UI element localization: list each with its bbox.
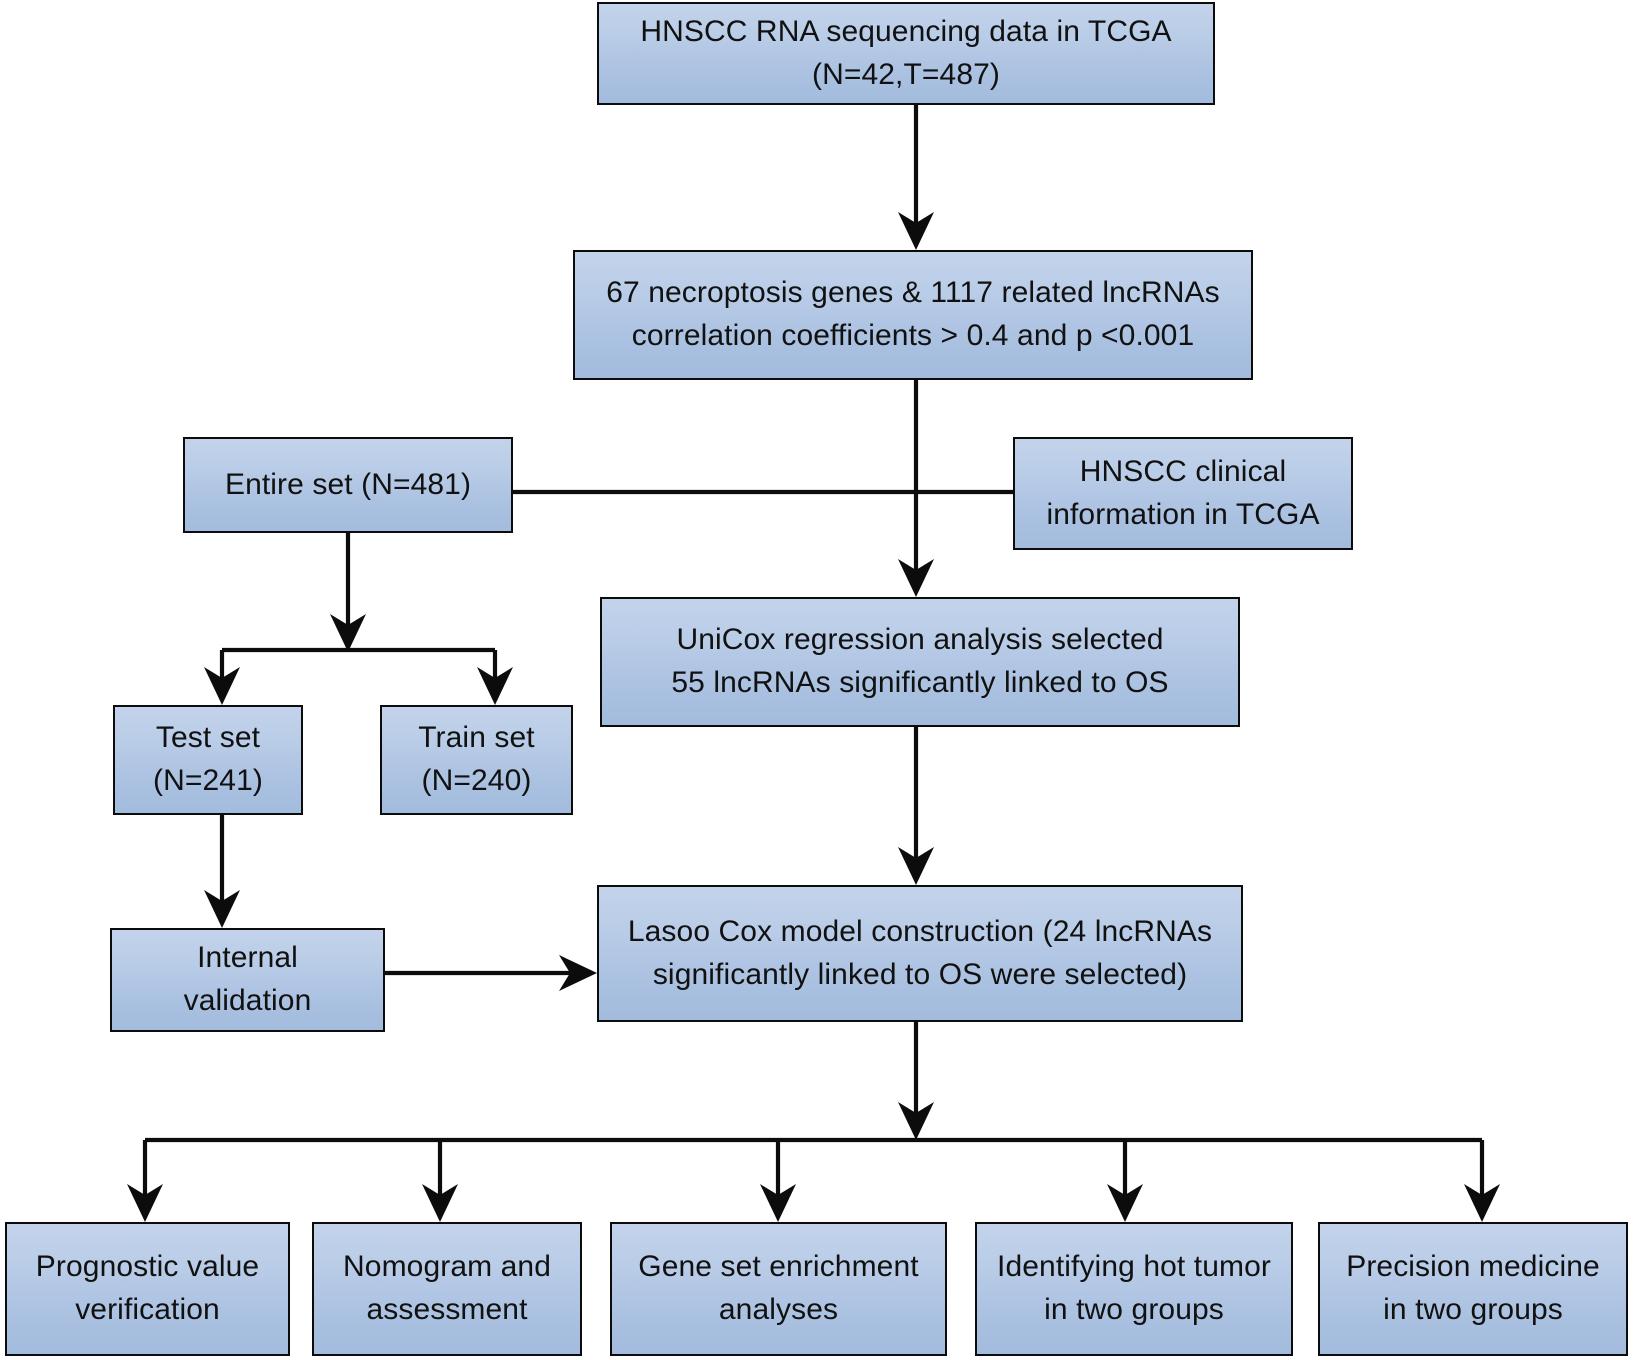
node-gsea-line2: analyses [718, 1293, 839, 1326]
node-gene-filter[interactable]: 67 necroptosis genes & 1117 related lncR… [573, 250, 1253, 380]
arrowhead-validation [204, 890, 240, 928]
node-source-data[interactable]: HNSCC RNA sequencing data in TCGA (N=42,… [597, 2, 1215, 105]
node-precision-medicine-line2: in two groups [1383, 1293, 1563, 1326]
node-unicox-line2: 55 lncRNAs significantly linked to OS [671, 666, 1169, 699]
arrowhead-gsea [760, 1184, 796, 1222]
arrowhead-nomogram [422, 1184, 458, 1222]
node-source-data-line1: HNSCC RNA sequencing data in TCGA [640, 14, 1172, 48]
node-gsea-line1: Gene set enrichment [638, 1250, 919, 1284]
arrowhead-prognostic [127, 1184, 163, 1222]
node-test-set-line1: Test set [155, 721, 261, 755]
node-nomogram-line1: Nomogram and [343, 1250, 551, 1284]
arrowhead-lasso-left [559, 955, 597, 991]
arrowhead-lasso [898, 847, 934, 885]
node-hot-tumor-line1: Identifying hot tumor [997, 1250, 1271, 1284]
node-precision-medicine[interactable]: Precision medicine in two groups [1318, 1222, 1628, 1356]
node-lasso-cox-line2: significantly linked to OS were selected… [652, 957, 1188, 991]
node-precision-medicine-line1: Precision medicine [1346, 1250, 1600, 1284]
node-entire-set[interactable]: Entire set (N=481) [183, 437, 513, 533]
node-prognostic-value-line2: verification [75, 1293, 220, 1326]
node-gene-filter-line1: 67 necroptosis genes & 1117 related lncR… [606, 276, 1220, 310]
node-unicox[interactable]: UniCox regression analysis selected 55 l… [600, 597, 1240, 727]
node-train-set-line1: Train set [418, 721, 535, 755]
node-internal-validation-line2: validation [183, 984, 312, 1017]
node-hot-tumor[interactable]: Identifying hot tumor in two groups [975, 1222, 1293, 1356]
node-lasso-cox-line1: Lasoo Cox model construction (24 lncRNAs [627, 914, 1213, 948]
node-hot-tumor-line2: in two groups [1044, 1293, 1224, 1326]
arrowhead-splitbar [330, 614, 366, 652]
arrowhead-hottumor [1107, 1184, 1143, 1222]
node-test-set-line2: (N=241) [153, 764, 263, 797]
arrowhead-genefilter [898, 212, 934, 250]
node-clinical-info[interactable]: HNSCC clinical information in TCGA [1013, 437, 1353, 550]
arrowhead-unicox [898, 559, 934, 597]
node-lasso-cox[interactable]: Lasoo Cox model construction (24 lncRNAs… [597, 885, 1243, 1022]
node-internal-validation-line1: Internal [197, 941, 298, 975]
node-test-set[interactable]: Test set (N=241) [113, 705, 303, 815]
node-entire-set-line1: Entire set (N=481) [224, 467, 472, 501]
node-nomogram[interactable]: Nomogram and assessment [312, 1222, 582, 1356]
node-clinical-info-line2: information in TCGA [1046, 497, 1320, 531]
node-prognostic-value[interactable]: Prognostic value verification [5, 1222, 290, 1356]
node-prognostic-value-line1: Prognostic value [35, 1250, 260, 1284]
node-gene-filter-line2: correlation coefficients > 0.4 and p <0.… [631, 319, 1195, 352]
node-source-data-line2: (N=42,T=487) [812, 57, 1000, 91]
arrowhead-trainset [477, 667, 513, 705]
node-gsea[interactable]: Gene set enrichment analyses [610, 1222, 947, 1356]
node-train-set[interactable]: Train set (N=240) [380, 705, 573, 815]
node-clinical-info-line1: HNSCC clinical [1079, 454, 1287, 488]
arrowhead-precision [1464, 1184, 1500, 1222]
arrowhead-testset [204, 667, 240, 705]
arrowhead-bottombar [898, 1102, 934, 1140]
node-train-set-line2: (N=240) [421, 764, 532, 797]
node-internal-validation[interactable]: Internal validation [110, 928, 385, 1032]
node-nomogram-line2: assessment [366, 1293, 528, 1326]
node-unicox-line1: UniCox regression analysis selected [676, 623, 1164, 657]
